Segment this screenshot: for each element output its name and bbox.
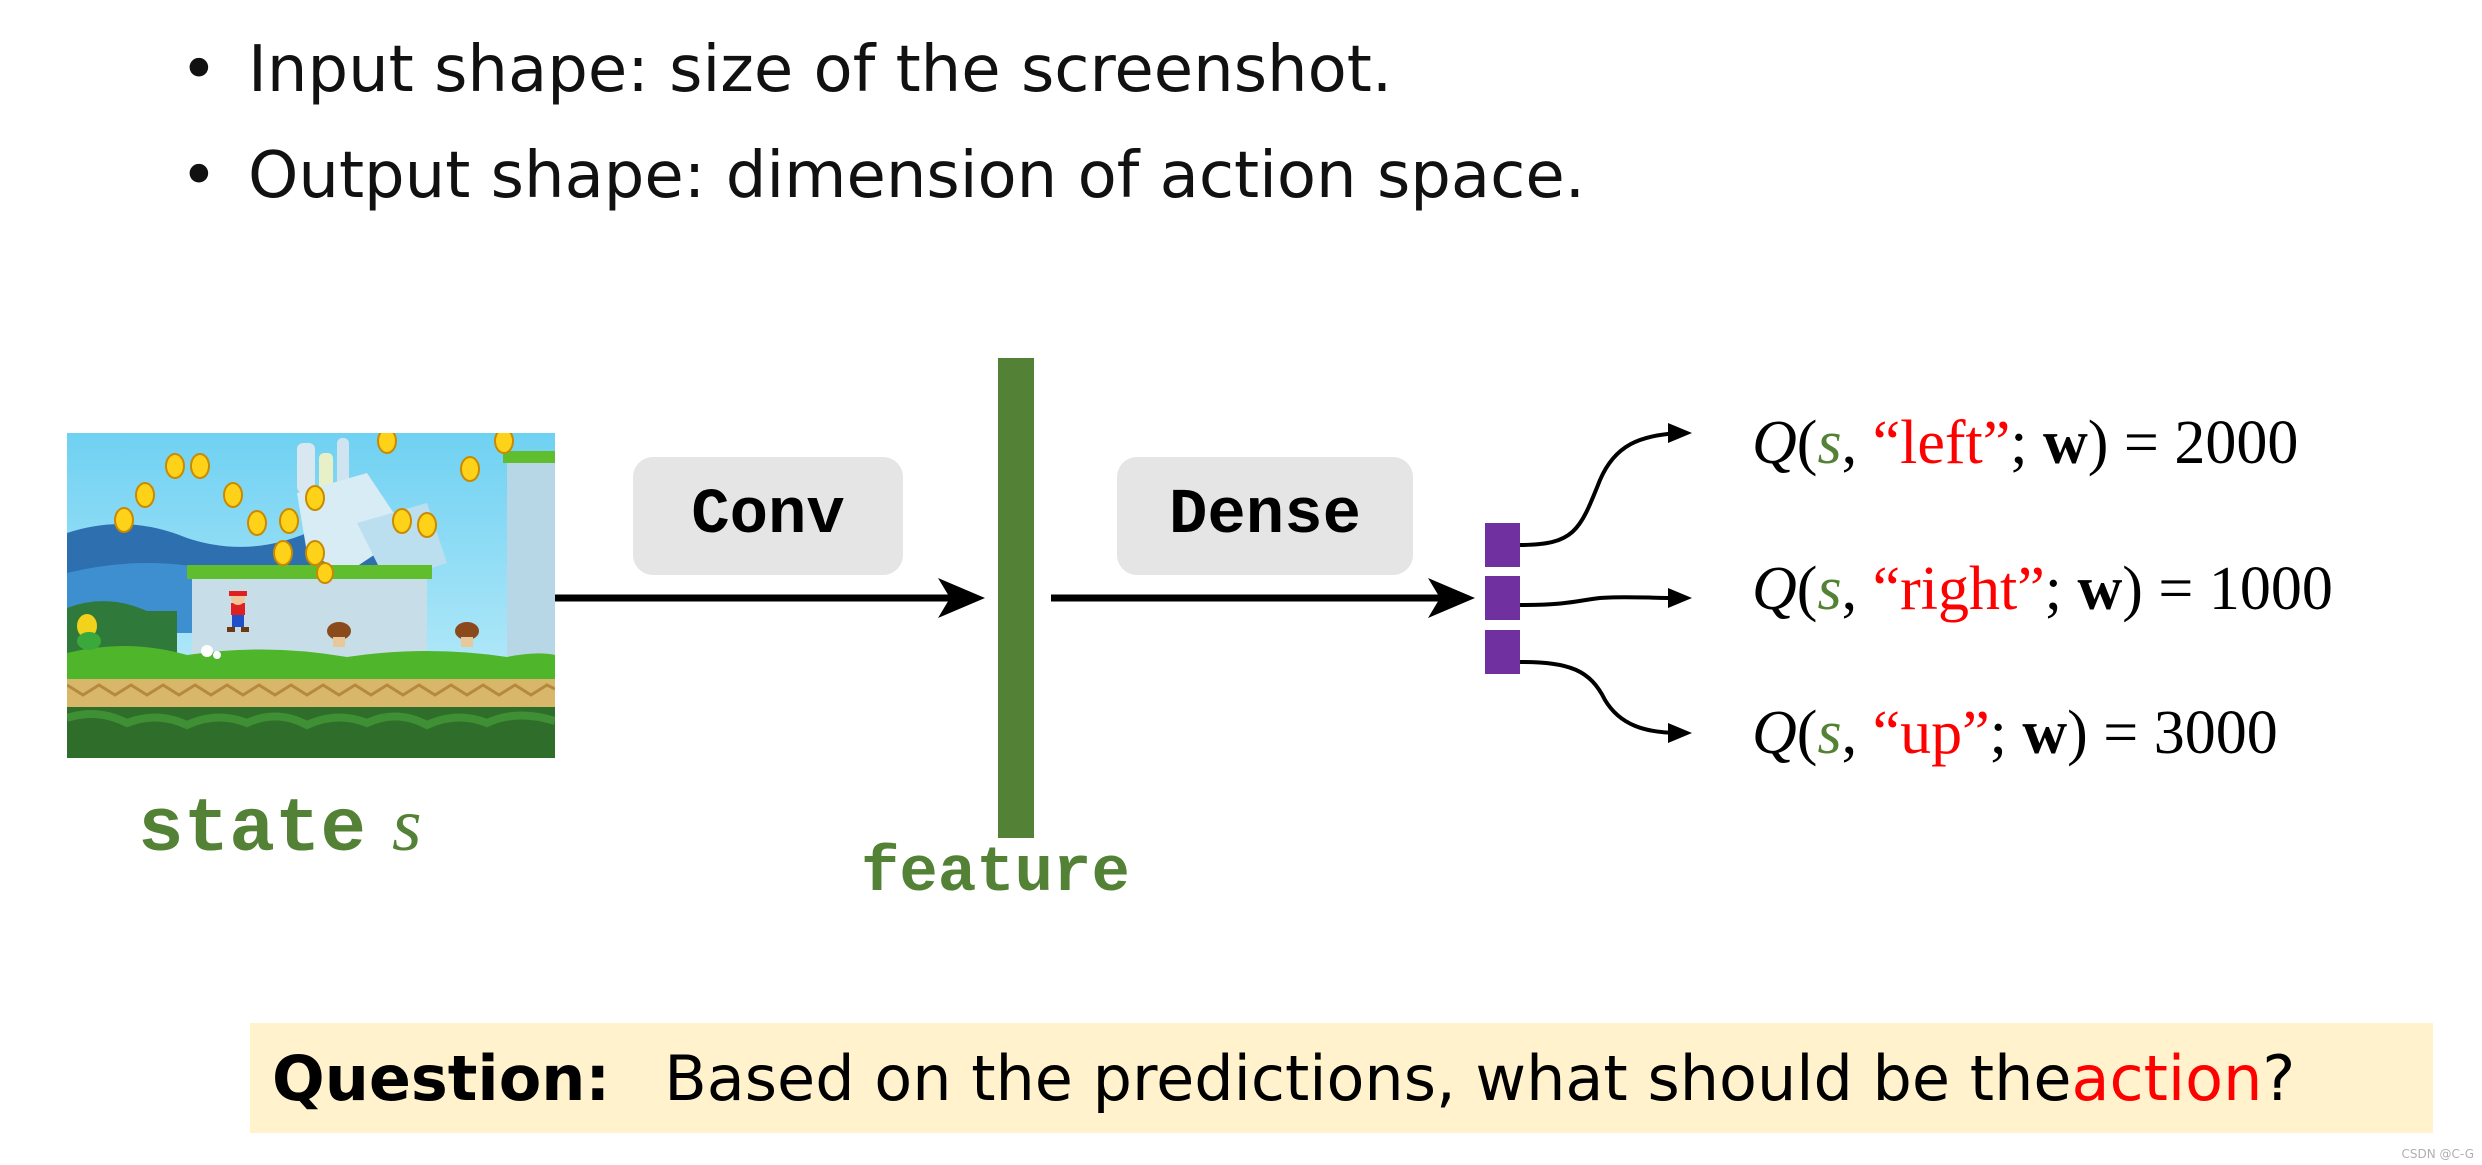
q-value-number: 1000 <box>2208 555 2333 623</box>
branch-arrow-right <box>1519 588 1692 608</box>
output-cell-right <box>1485 576 1520 620</box>
q-value-right: Q(s, “right”; w) = 1000 <box>1752 555 2333 623</box>
feature-label: feature <box>861 838 1130 910</box>
arrow-image-to-feature <box>555 578 985 618</box>
question-end: ? <box>2262 1041 2296 1115</box>
bullet-text: Input shape: size of the screenshot. <box>248 33 1393 107</box>
q-value-left: Q(s, “left”; w) = 2000 <box>1752 409 2299 477</box>
bullet-item-input-shape: •Input shape: size of the screenshot. <box>180 33 1393 107</box>
game-screenshot-image <box>67 433 555 758</box>
bullet-text: Output shape: dimension of action space. <box>248 139 1586 213</box>
state-symbol: s <box>392 783 422 867</box>
action-right: “right” <box>1872 555 2045 623</box>
question-box: Question: Based on the predictions, what … <box>250 1023 2433 1133</box>
q-value-up: Q(s, “up”; w) = 3000 <box>1752 699 2278 767</box>
arrow-feature-to-output <box>1051 578 1475 618</box>
action-left: “left” <box>1872 409 2011 477</box>
q-value-number: 3000 <box>2153 699 2278 767</box>
branch-arrow-left <box>1519 423 1692 547</box>
conv-layer-label: Conv <box>691 480 845 552</box>
state-label-text: state <box>138 787 367 873</box>
feature-vector-bar <box>998 358 1034 838</box>
watermark: CSDN @C-G <box>2401 1147 2474 1161</box>
bullet-item-output-shape: •Output shape: dimension of action space… <box>180 139 1586 213</box>
dense-layer-label: Dense <box>1168 480 1362 552</box>
conv-layer-box: Conv <box>633 457 903 575</box>
q-value-number: 2000 <box>2174 409 2299 477</box>
question-text: Based on the predictions, what should be… <box>664 1041 2072 1115</box>
dense-layer-box: Dense <box>1117 457 1413 575</box>
question-label: Question: <box>272 1041 611 1115</box>
action-up: “up” <box>1872 699 1990 767</box>
question-highlight: action <box>2071 1041 2263 1115</box>
output-cell-left <box>1485 523 1520 567</box>
output-cell-up <box>1485 630 1520 674</box>
branch-arrow-up <box>1519 660 1692 743</box>
